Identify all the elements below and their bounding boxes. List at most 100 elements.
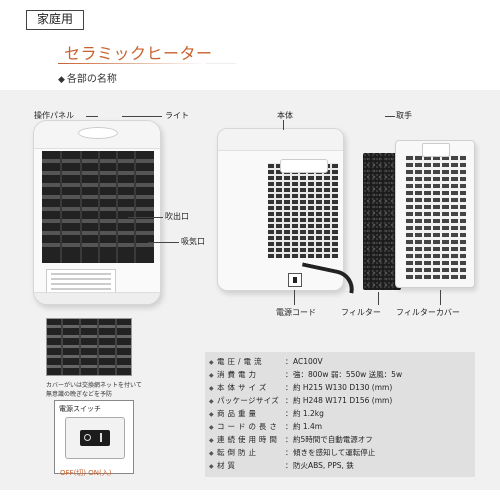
spec-key: コ ー ド の 長 さ bbox=[217, 422, 278, 431]
label-filter-cover: フィルターカバー bbox=[396, 308, 460, 317]
back-mesh bbox=[268, 163, 338, 258]
power-switch-inset: 電源スイッチ bbox=[54, 400, 134, 474]
filter-cover bbox=[395, 140, 475, 288]
rocker-switch-icon bbox=[80, 430, 110, 446]
grille-slat bbox=[47, 345, 131, 348]
spec-bullet-icon: ◆ bbox=[209, 424, 214, 431]
leader-line bbox=[294, 290, 295, 305]
grille-bar bbox=[60, 151, 62, 263]
heater-back-view bbox=[217, 128, 344, 291]
grille-slat bbox=[47, 325, 131, 328]
spec-bullet-icon: ◆ bbox=[209, 359, 214, 366]
spec-key: 本 体 サ イ ズ bbox=[217, 383, 267, 392]
spec-colon: ： bbox=[285, 383, 293, 392]
section-heading: ◆各部の名称 bbox=[58, 70, 117, 85]
spec-value: AC100V bbox=[293, 357, 323, 366]
spec-colon: ： bbox=[285, 357, 293, 366]
spec-colon: ： bbox=[285, 422, 293, 431]
spec-bullet-icon: ◆ bbox=[209, 463, 214, 470]
page-title: セラミックヒーター bbox=[64, 44, 213, 63]
spec-row: ◆コ ー ド の 長 さ ：約 1.4m bbox=[209, 421, 322, 432]
spec-row: ◆連 続 使 用 時 間 ：約5時間で自動電源オフ bbox=[209, 434, 373, 445]
spec-row: ◆商 品 重 量 ：約 1.2kg bbox=[209, 408, 324, 419]
spec-colon: ： bbox=[285, 409, 293, 418]
spec-bullet-icon: ◆ bbox=[209, 450, 214, 457]
label-control-panel: 操作パネル bbox=[34, 111, 74, 120]
leader-line bbox=[128, 217, 163, 218]
off-symbol-icon bbox=[84, 434, 91, 441]
spec-colon: ： bbox=[285, 370, 293, 379]
cover-tab bbox=[422, 143, 450, 157]
grille-bar bbox=[116, 151, 118, 263]
grille-slat bbox=[47, 335, 131, 338]
spec-value: 約 1.2kg bbox=[293, 409, 324, 418]
label-outlet: 吹出口 bbox=[165, 212, 189, 221]
heater-base bbox=[34, 292, 160, 304]
label-power-cord: 電源コード bbox=[276, 308, 316, 317]
spec-bullet-icon: ◆ bbox=[209, 398, 214, 405]
cover-grid bbox=[406, 155, 466, 279]
spec-value: 傾きを感知して運転停止 bbox=[293, 448, 376, 457]
spec-bullet-icon: ◆ bbox=[209, 385, 214, 392]
heater-top bbox=[218, 129, 343, 151]
spec-key: 消 費 電 力 bbox=[217, 370, 257, 379]
spec-row: ◆パッケージサイズ ：約 H248 W171 D156 (mm) bbox=[209, 395, 392, 406]
section-heading-text: 各部の名称 bbox=[66, 74, 117, 85]
spec-colon: ： bbox=[285, 396, 293, 405]
spec-value: 防火ABS, PPS, 鉄 bbox=[293, 461, 354, 470]
back-handle bbox=[280, 159, 328, 173]
label-filter: フィルター bbox=[341, 308, 381, 317]
switch-plate bbox=[65, 417, 125, 459]
cover-note: カバーがいは交換網ネットを付いて無意識の晩ぎなどを予防 bbox=[46, 382, 142, 398]
spec-key: 商 品 重 量 bbox=[217, 409, 257, 418]
household-tag: 家庭用 bbox=[26, 10, 84, 30]
grille-bar bbox=[80, 151, 82, 263]
grille-bar bbox=[134, 151, 136, 263]
grille-slat bbox=[47, 355, 131, 358]
spec-value: 強：800w 弱：550w 送風：5w bbox=[293, 370, 403, 379]
leader-line bbox=[378, 292, 379, 305]
spec-bullet-icon: ◆ bbox=[209, 372, 214, 379]
spec-row: ◆電 圧 / 電 流 ：AC100V bbox=[209, 356, 323, 367]
spec-bullet-icon: ◆ bbox=[209, 411, 214, 418]
title-underline bbox=[58, 63, 206, 64]
spec-bullet-icon: ◆ bbox=[209, 437, 214, 444]
spec-value: 約 H248 W171 D156 (mm) bbox=[293, 396, 393, 405]
spec-key: 連 続 使 用 時 間 bbox=[217, 435, 278, 444]
spec-key: 転 倒 防 止 bbox=[217, 448, 257, 457]
leader-line bbox=[440, 290, 441, 305]
diamond-icon: ◆ bbox=[58, 75, 65, 85]
label-light: ライト bbox=[165, 111, 189, 120]
leader-line bbox=[385, 116, 395, 117]
spec-value: 約5時間で自動電源オフ bbox=[293, 435, 373, 444]
label-body: 本体 bbox=[277, 111, 293, 120]
front-grille bbox=[42, 151, 154, 263]
spec-key: パッケージサイズ bbox=[217, 396, 280, 405]
spec-row: ◆転 倒 防 止 ：傾きを感知して運転停止 bbox=[209, 447, 375, 458]
title-underline-fade bbox=[206, 63, 236, 64]
grille-bar bbox=[79, 319, 81, 375]
label-intake: 吸気口 bbox=[181, 237, 205, 246]
spec-table: ◆電 圧 / 電 流：AC100V◆消 費 電 力：強：800w 弱：550w … bbox=[205, 352, 475, 477]
control-panel-dial bbox=[78, 127, 118, 139]
spec-colon: ： bbox=[285, 461, 293, 470]
heater-front-view bbox=[33, 120, 161, 305]
spec-row: ◆本 体 サ イ ズ：約 H215 W130 D130 (mm) bbox=[209, 382, 392, 393]
grille-bar bbox=[97, 319, 99, 375]
spec-value: 約 1.4m bbox=[293, 422, 323, 431]
grille-bar bbox=[98, 151, 100, 263]
leader-line bbox=[122, 116, 162, 117]
label-handle: 取手 bbox=[396, 111, 412, 120]
spec-colon: ： bbox=[285, 435, 293, 444]
grille-closeup bbox=[46, 318, 132, 376]
filter-sponge bbox=[363, 153, 401, 290]
leader-line bbox=[86, 116, 98, 117]
leader-line bbox=[283, 120, 284, 130]
spec-colon: ： bbox=[285, 448, 293, 457]
spec-row: ◆材 質 ：防火ABS, PPS, 鉄 bbox=[209, 460, 354, 471]
on-symbol-icon bbox=[100, 433, 102, 442]
power-switch-small bbox=[288, 273, 302, 287]
spec-key: 電 圧 / 電 流 bbox=[217, 357, 262, 366]
off-on-caption: OFF(切) ON(入) bbox=[60, 469, 112, 477]
spec-key: 材 質 bbox=[217, 461, 236, 470]
